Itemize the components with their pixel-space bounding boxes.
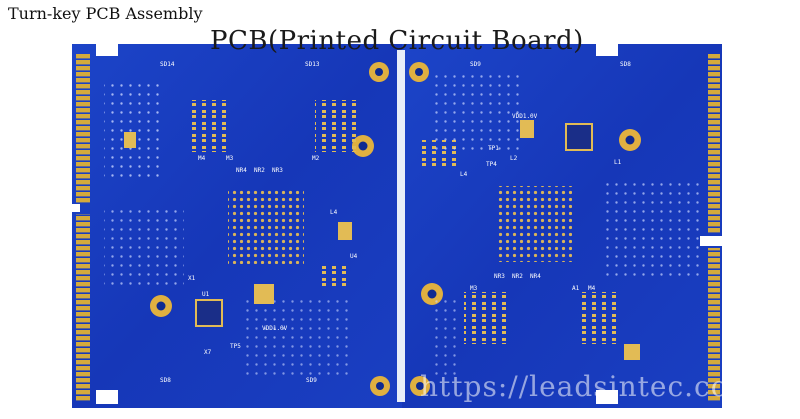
silkscreen-label: NR3 [494,273,505,280]
silkscreen-label: X7 [204,349,212,356]
silkscreen-label: L4 [460,171,468,178]
silkscreen-label: NR4 [236,167,247,174]
silkscreen-label: VDD1.0V [512,113,538,120]
silkscreen-label: SD13 [305,61,320,68]
silkscreen-right: SD9 SD8 M3 M4 NR3 NR2 NR4 A1 L4 L2 TP4 T… [460,61,631,292]
silkscreen-label: SD8 [160,377,171,384]
mounting-tab [96,42,118,56]
silkscreen-label: M3 [470,285,478,292]
mounting-tab [596,42,618,56]
silkscreen-label: TP4 [486,161,497,168]
silkscreen-label: M2 [312,155,320,162]
silkscreen-label: L1 [614,159,622,166]
silkscreen-label: TP1 [488,145,499,152]
silkscreen-label: SD9 [470,61,481,68]
silkscreen-label: M3 [226,155,234,162]
watermark-url: https://leadsintec.com/ [420,370,767,403]
silkscreen-label: SD8 [620,61,631,68]
silkscreen-label: M4 [588,285,596,292]
mounting-tab [596,390,618,404]
silkscreen-label: M4 [198,155,206,162]
silkscreen-label: U1 [202,291,210,298]
silkscreen-label: U4 [350,253,358,260]
silkscreen-label: NR4 [530,273,541,280]
left-components [104,80,357,380]
silkscreen-label: SD9 [306,377,317,384]
silkscreen-label: A1 [572,285,580,292]
right-components [420,70,700,380]
mounting-tab [96,390,118,404]
silkscreen-label: NR3 [272,167,283,174]
main-title: PCB(Printed Circuit Board) [210,26,584,56]
silkscreen-label: VDD1.0V [262,325,288,332]
silkscreen-label: L2 [510,155,518,162]
silkscreen-left: SD14 SD13 SD8 SD9 M4 M3 M2 NR4 NR2 NR3 L… [160,61,358,384]
silkscreen-label: NR2 [512,273,523,280]
silkscreen-label: SD14 [160,61,175,68]
top-left-caption: Turn-key PCB Assembly [8,4,203,23]
center-slot [397,50,405,402]
silkscreen-label: X1 [188,275,196,282]
silkscreen-label: TP5 [230,343,241,350]
mounting-holes [150,62,641,396]
silkscreen-label: NR2 [254,167,265,174]
silkscreen-label: L4 [330,209,338,216]
